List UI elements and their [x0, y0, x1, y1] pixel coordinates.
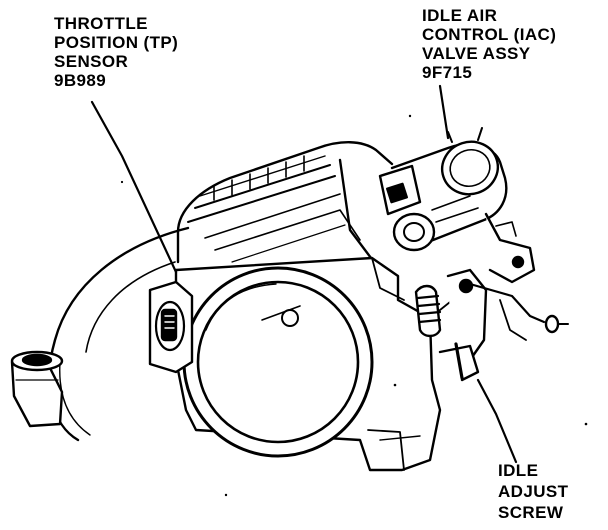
vacuum-port — [10, 350, 64, 428]
throttle-linkage — [414, 268, 569, 382]
iac-valve — [378, 127, 536, 284]
tp-leader — [90, 100, 178, 274]
tp-label-line-3: SENSOR — [54, 52, 129, 71]
leader-lines — [90, 84, 518, 464]
idle-label-line-2: ADJUST — [498, 482, 569, 501]
iac-label-line-2: CONTROL (IAC) — [422, 25, 557, 44]
tp-sensor — [148, 280, 194, 374]
idle-adjust-screw-label: IDLE ADJUST SCREW — [498, 460, 568, 523]
throttle-bore — [182, 266, 374, 458]
idle-label-line-1: IDLE — [498, 461, 539, 480]
idle-label-line-3: SCREW — [498, 503, 564, 522]
iac-label-line-1: IDLE AIR — [422, 6, 498, 25]
scan-speckles — [120, 114, 588, 497]
tp-sensor-label: THROTTLE POSITION (TP) SENSOR 9B989 — [54, 14, 178, 90]
iac-label-line-4: 9F715 — [422, 63, 473, 82]
iac-valve-label: IDLE AIR CONTROL (IAC) VALVE ASSY 9F715 — [422, 6, 556, 82]
plenum-upper — [176, 141, 394, 272]
tp-label-line-2: POSITION (TP) — [54, 33, 179, 52]
tp-label-line-1: THROTTLE — [54, 14, 148, 33]
idle-screw-leader — [476, 378, 518, 464]
iac-leader — [438, 84, 450, 140]
iac-label-line-3: VALVE ASSY — [422, 44, 531, 63]
tp-label-line-4: 9B989 — [54, 71, 107, 90]
